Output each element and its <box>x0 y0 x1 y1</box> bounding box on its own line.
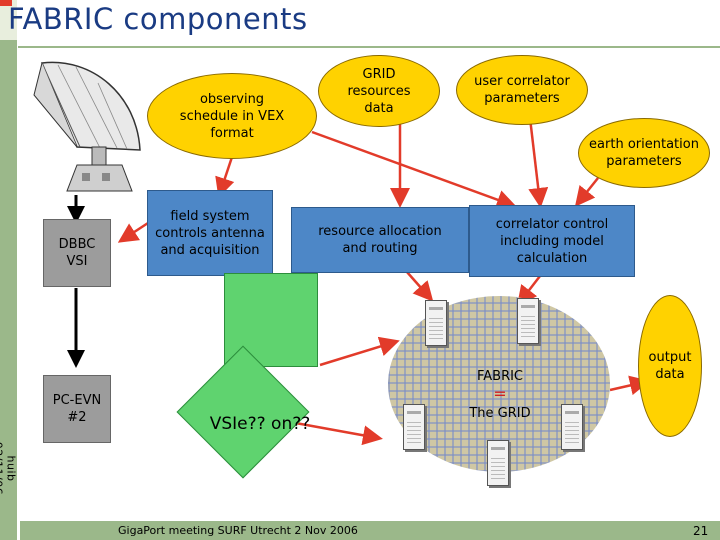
grid-resources-node: GRID resources data <box>318 55 440 127</box>
user-correlator-label: user correlator parameters <box>474 74 570 106</box>
arrow-schedule-to-correlator <box>311 130 517 210</box>
sidebar-band <box>0 40 17 540</box>
fabric-label-1: FABRIC <box>476 369 524 384</box>
footer-text: GigaPort meeting SURF Utrecht 2 Nov 2006 <box>118 524 358 537</box>
field-system-label: field system controls antenna and acquis… <box>155 208 265 258</box>
sidebar-top <box>0 0 17 40</box>
resource-allocation-node: resource allocation and routing <box>291 207 469 273</box>
observing-schedule-node: observing schedule in VEX format <box>147 73 317 159</box>
arrow-userpar-to-correlator <box>528 117 549 208</box>
fabric-label-3: The GRID <box>469 406 531 421</box>
pc-evn-node: PC-EVN #2 <box>43 375 111 443</box>
radio-telescope-icon <box>33 61 141 192</box>
server-icon <box>425 300 447 346</box>
server-icon <box>517 298 539 344</box>
output-data-label: output data <box>648 350 692 382</box>
dbbc-label: DBBC VSI <box>58 237 96 269</box>
user-correlator-node: user correlator parameters <box>456 55 588 125</box>
field-system-node: field system controls antenna and acquis… <box>147 190 273 276</box>
server-icon <box>487 440 509 486</box>
server-icon <box>403 404 425 450</box>
arrow-schedule-to-fieldsystem <box>215 156 235 198</box>
server-icon <box>561 404 583 450</box>
arrow-fieldsystem-to-dbbc <box>117 221 149 243</box>
footer-bar <box>20 521 720 540</box>
arrow-greenbox-to-fabric <box>319 336 400 367</box>
title-rule <box>18 46 720 48</box>
observing-schedule-label: observing schedule in VEX format <box>179 91 285 141</box>
arrow-diamond-to-fabric <box>289 420 383 446</box>
correlator-control-node: correlator control including model calcu… <box>469 205 635 277</box>
arrow-earth-to-correlator <box>574 177 599 207</box>
resource-allocation-label: resource allocation and routing <box>318 224 442 256</box>
output-data-node: output data <box>638 295 702 437</box>
correlator-control-label: correlator control including model calcu… <box>495 216 609 266</box>
vsie-label: VSIe?? on?? <box>209 414 311 434</box>
fabric-label-2: = <box>493 384 507 403</box>
slide-title: FABRIC components <box>8 2 308 36</box>
corner-mark <box>0 0 12 6</box>
dbbc-node: DBBC VSI <box>43 219 111 287</box>
arrow-resalloc-to-fabric <box>406 271 434 302</box>
page-number: 21 <box>693 524 709 538</box>
grid-resources-label: GRID resources data <box>347 66 411 116</box>
earth-orientation-label: earth orientation parameters <box>589 137 699 169</box>
pc-evn-label: PC-EVN #2 <box>52 393 102 425</box>
earth-orientation-node: earth orientation parameters <box>578 118 710 188</box>
